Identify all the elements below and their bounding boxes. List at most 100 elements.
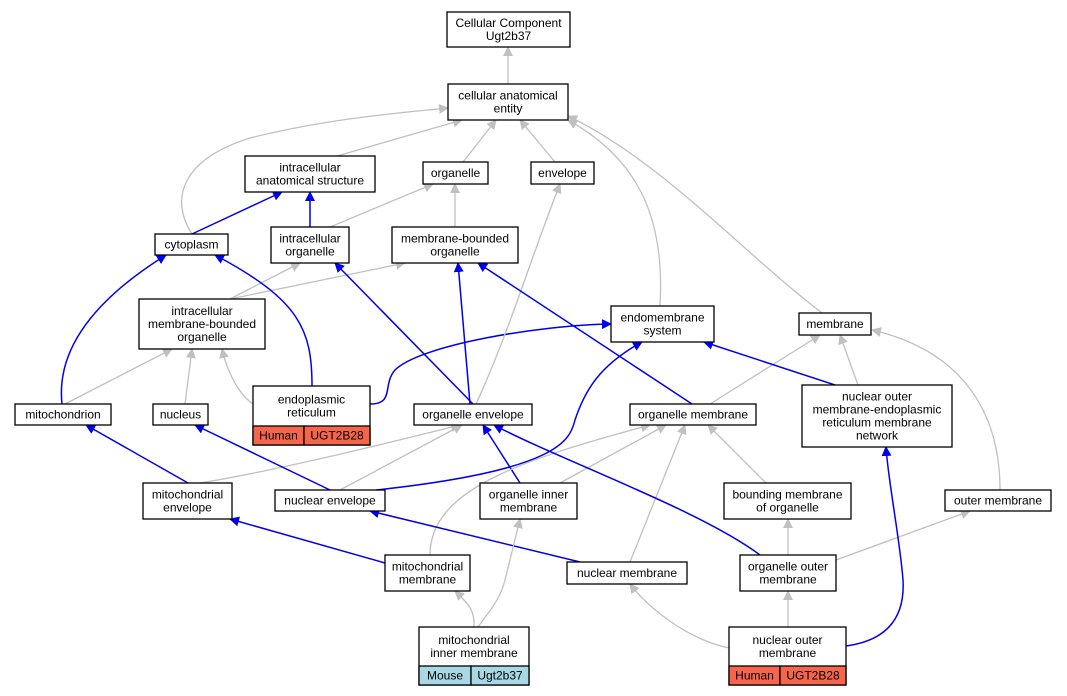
edge-er-to-cyto: [214, 254, 313, 387]
node-cyto[interactable]: cytoplasm: [154, 233, 229, 256]
node-label-line: nuclear envelope: [284, 494, 376, 508]
edge-er-to-imbo: [219, 348, 254, 405]
node-box: [142, 482, 233, 520]
edge-menv-to-oenv: [199, 422, 461, 484]
node-box: [154, 233, 229, 256]
node-box: [798, 312, 872, 336]
node-label-line: membrane: [399, 573, 457, 587]
node-label-line: reticulum: [287, 406, 336, 420]
annotation-gene-cell[interactable]: [470, 665, 530, 686]
node-label-line: intracellular: [171, 304, 232, 318]
node-label-line: endomembrane: [620, 311, 704, 325]
node-omem[interactable]: organelle membrane: [629, 403, 757, 426]
node-label-line: organelle membrane: [638, 408, 748, 422]
edge-bmo-to-omem: [707, 424, 767, 484]
edge-ias-to-cae: [336, 117, 463, 157]
node-mito[interactable]: mitochondrion: [14, 403, 112, 426]
edge-mito-to-cyto: [60, 254, 167, 405]
node-box: [944, 489, 1052, 512]
node-label-line: nuclear outer: [752, 633, 822, 647]
edge-org-to-cae: [462, 119, 497, 163]
edge-oim-to-omem: [559, 424, 667, 484]
edge-omem-to-mbo: [477, 262, 693, 405]
node-label-line: membrane: [759, 646, 817, 660]
edge-cyto-to-cae: [180, 103, 449, 235]
annotation-gene-cell[interactable]: [303, 425, 371, 446]
node-box: [270, 226, 350, 264]
node-label-line: nuclear outer: [842, 390, 912, 404]
annotation-gene-cell[interactable]: [779, 665, 847, 686]
node-nmem[interactable]: nuclear membrane: [566, 561, 688, 585]
node-label-line: reticulum membrane: [822, 416, 932, 430]
node-label-line: membrane: [806, 317, 864, 331]
edge-nom-to-nomer: [845, 446, 904, 647]
node-label-line: membrane-endoplasmic: [813, 403, 942, 417]
node-label-line: organelle: [285, 245, 335, 259]
node-nomer[interactable]: nuclear outermembrane-endoplasmicreticul…: [801, 384, 953, 448]
edge-oenv-to-mbo: [453, 262, 471, 405]
node-nenv[interactable]: nuclear envelope: [274, 489, 386, 512]
edge-mim-to-oim: [477, 518, 523, 628]
node-label-line: membrane-bounded: [148, 317, 256, 331]
edge-nmem-to-nenv: [369, 508, 581, 563]
node-label-line: Cellular Component: [455, 16, 562, 30]
node-label-line: envelope: [163, 501, 212, 515]
node-label-line: organelle outer: [748, 560, 828, 574]
edge-mem-to-cae: [567, 115, 823, 314]
node-mem[interactable]: membrane: [798, 312, 872, 336]
node-label-line: mitochondrial: [438, 633, 509, 647]
node-box: [384, 554, 471, 592]
node-box: [566, 561, 688, 585]
node-box: [530, 161, 595, 185]
node-env[interactable]: envelope: [530, 161, 595, 185]
node-outm[interactable]: outer membrane: [944, 489, 1052, 512]
edge-nenv-to-nuc: [194, 424, 331, 491]
node-oenv[interactable]: organelle envelope: [413, 403, 533, 426]
node-box: [723, 482, 852, 520]
edge-cyto-to-ias: [191, 191, 283, 235]
node-box: [479, 482, 578, 520]
node-label-line: intracellular: [279, 161, 340, 175]
edge-nmem-to-omem: [629, 424, 687, 563]
node-box: [138, 298, 266, 350]
annotation-species: Human: [735, 669, 774, 683]
edge-oom-to-outm: [835, 509, 971, 561]
node-label-line: envelope: [538, 166, 587, 180]
node-box: [152, 403, 209, 426]
edge-oenv-to-io: [334, 262, 474, 405]
node-box: [422, 161, 489, 185]
node-label-line: cytoplasm: [164, 238, 218, 252]
node-label-line: mitochondrial: [152, 488, 223, 502]
edge-mim-to-mmem: [454, 590, 475, 628]
node-label-line: nuclear membrane: [577, 566, 677, 580]
node-nuc[interactable]: nucleus: [152, 403, 209, 426]
node-box: [413, 403, 533, 426]
edge-mmem-to-menv: [229, 516, 386, 564]
node-label-line: bounding membrane: [732, 488, 842, 502]
node-label-line: inner membrane: [430, 646, 518, 660]
node-org[interactable]: organelle: [422, 161, 489, 185]
annotation-gene: UGT2B28: [310, 429, 364, 443]
edge-omem-to-mem: [709, 334, 821, 405]
edge-env-to-cae: [519, 119, 556, 163]
edge-oenv-to-env: [475, 183, 562, 405]
node-label-line: mitochondrial: [392, 560, 463, 574]
edge-imbo-to-mbo: [229, 259, 406, 300]
